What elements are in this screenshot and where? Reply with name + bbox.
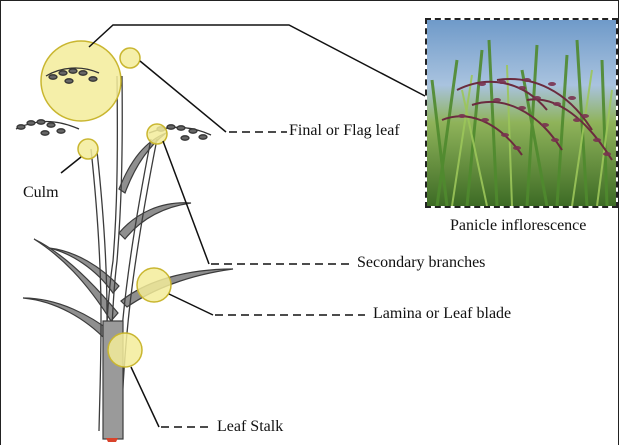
top-node-circle — [120, 48, 140, 68]
lamina-leader — [169, 294, 213, 315]
flag-leaf-leader — [140, 61, 226, 132]
secondary-leader — [163, 141, 209, 264]
flag-leaf-circle — [41, 41, 121, 121]
flag-leaf-label: Final or Flag leaf — [289, 122, 400, 140]
leaf-right-top — [119, 203, 191, 239]
highlight-circles — [41, 41, 171, 367]
rice-panicle-photo — [425, 18, 618, 208]
leaf-stalk-label: Leaf Stalk — [217, 418, 283, 436]
culm-leader — [61, 157, 81, 173]
culm-label: Culm — [23, 184, 59, 202]
lamina-label: Lamina or Leaf blade — [373, 305, 511, 323]
lamina-circle — [137, 268, 171, 302]
leaf-stalk-circle — [108, 333, 142, 367]
stalk-base — [106, 438, 118, 442]
panicle-label: Panicle inflorescence — [450, 217, 586, 235]
leaf-stalk-leader — [131, 367, 159, 427]
photo-image — [427, 20, 616, 206]
culm-circle — [78, 139, 98, 159]
secondary-branch-circle — [147, 124, 167, 144]
secondary-branches-label: Secondary branches — [357, 254, 485, 272]
